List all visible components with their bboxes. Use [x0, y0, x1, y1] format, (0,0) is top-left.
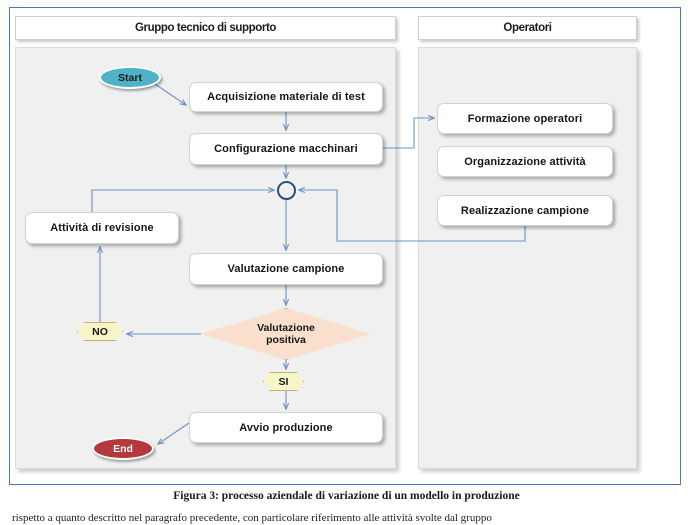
box-label: Acquisizione materiale di test [207, 91, 365, 103]
body-text-fragment: rispetto a quanto descritto nel paragraf… [12, 512, 492, 524]
lane-header-gruppo-tecnico: Gruppo tecnico di supporto [15, 16, 396, 40]
branch-label-si-text: SI [278, 375, 289, 388]
process-box-acquisizione-materiale-di-test[interactable]: Acquisizione materiale di test [189, 82, 383, 112]
box-label: Realizzazione campione [460, 204, 590, 217]
branch-label-si: SI [263, 372, 304, 391]
box-label: Configurazione macchinari [214, 143, 358, 155]
process-box-realizzazione-campione[interactable]: Realizzazione campione [437, 195, 613, 226]
terminator-end-label: End [113, 442, 133, 455]
box-label: Organizzazione attività [464, 155, 586, 168]
lane-header-operatori: Operatori [418, 16, 637, 40]
terminator-start-label: Start [118, 71, 142, 84]
branch-label-no-text: NO [92, 325, 108, 338]
decision-valutazione-positiva[interactable]: Valutazione positiva [201, 308, 371, 360]
decision-label: Valutazione positiva [257, 321, 315, 347]
box-label: Valutazione campione [227, 263, 345, 275]
terminator-end[interactable]: End [92, 437, 154, 460]
process-box-valutazione-campione[interactable]: Valutazione campione [189, 253, 383, 285]
junction-merge-node[interactable] [277, 181, 296, 200]
lane-header-left-label: Gruppo tecnico di supporto [134, 22, 276, 34]
box-label: Attività di revisione [50, 222, 154, 234]
terminator-start[interactable]: Start [99, 66, 161, 89]
branch-label-no: NO [77, 322, 123, 341]
box-label: Avvio produzione [239, 421, 333, 434]
process-box-avvio-produzione[interactable]: Avvio produzione [189, 412, 383, 443]
process-box-attivita-di-revisione[interactable]: Attività di revisione [25, 212, 179, 244]
process-box-organizzazione-attivita[interactable]: Organizzazione attività [437, 146, 613, 177]
box-label: Formazione operatori [467, 112, 583, 125]
lane-header-right-label: Operatori [503, 22, 552, 34]
process-box-formazione-operatori[interactable]: Formazione operatori [437, 103, 613, 134]
process-box-configurazione-macchinari[interactable]: Configurazione macchinari [189, 133, 383, 165]
figure-caption: Figura 3: processo aziendale di variazio… [173, 490, 520, 502]
